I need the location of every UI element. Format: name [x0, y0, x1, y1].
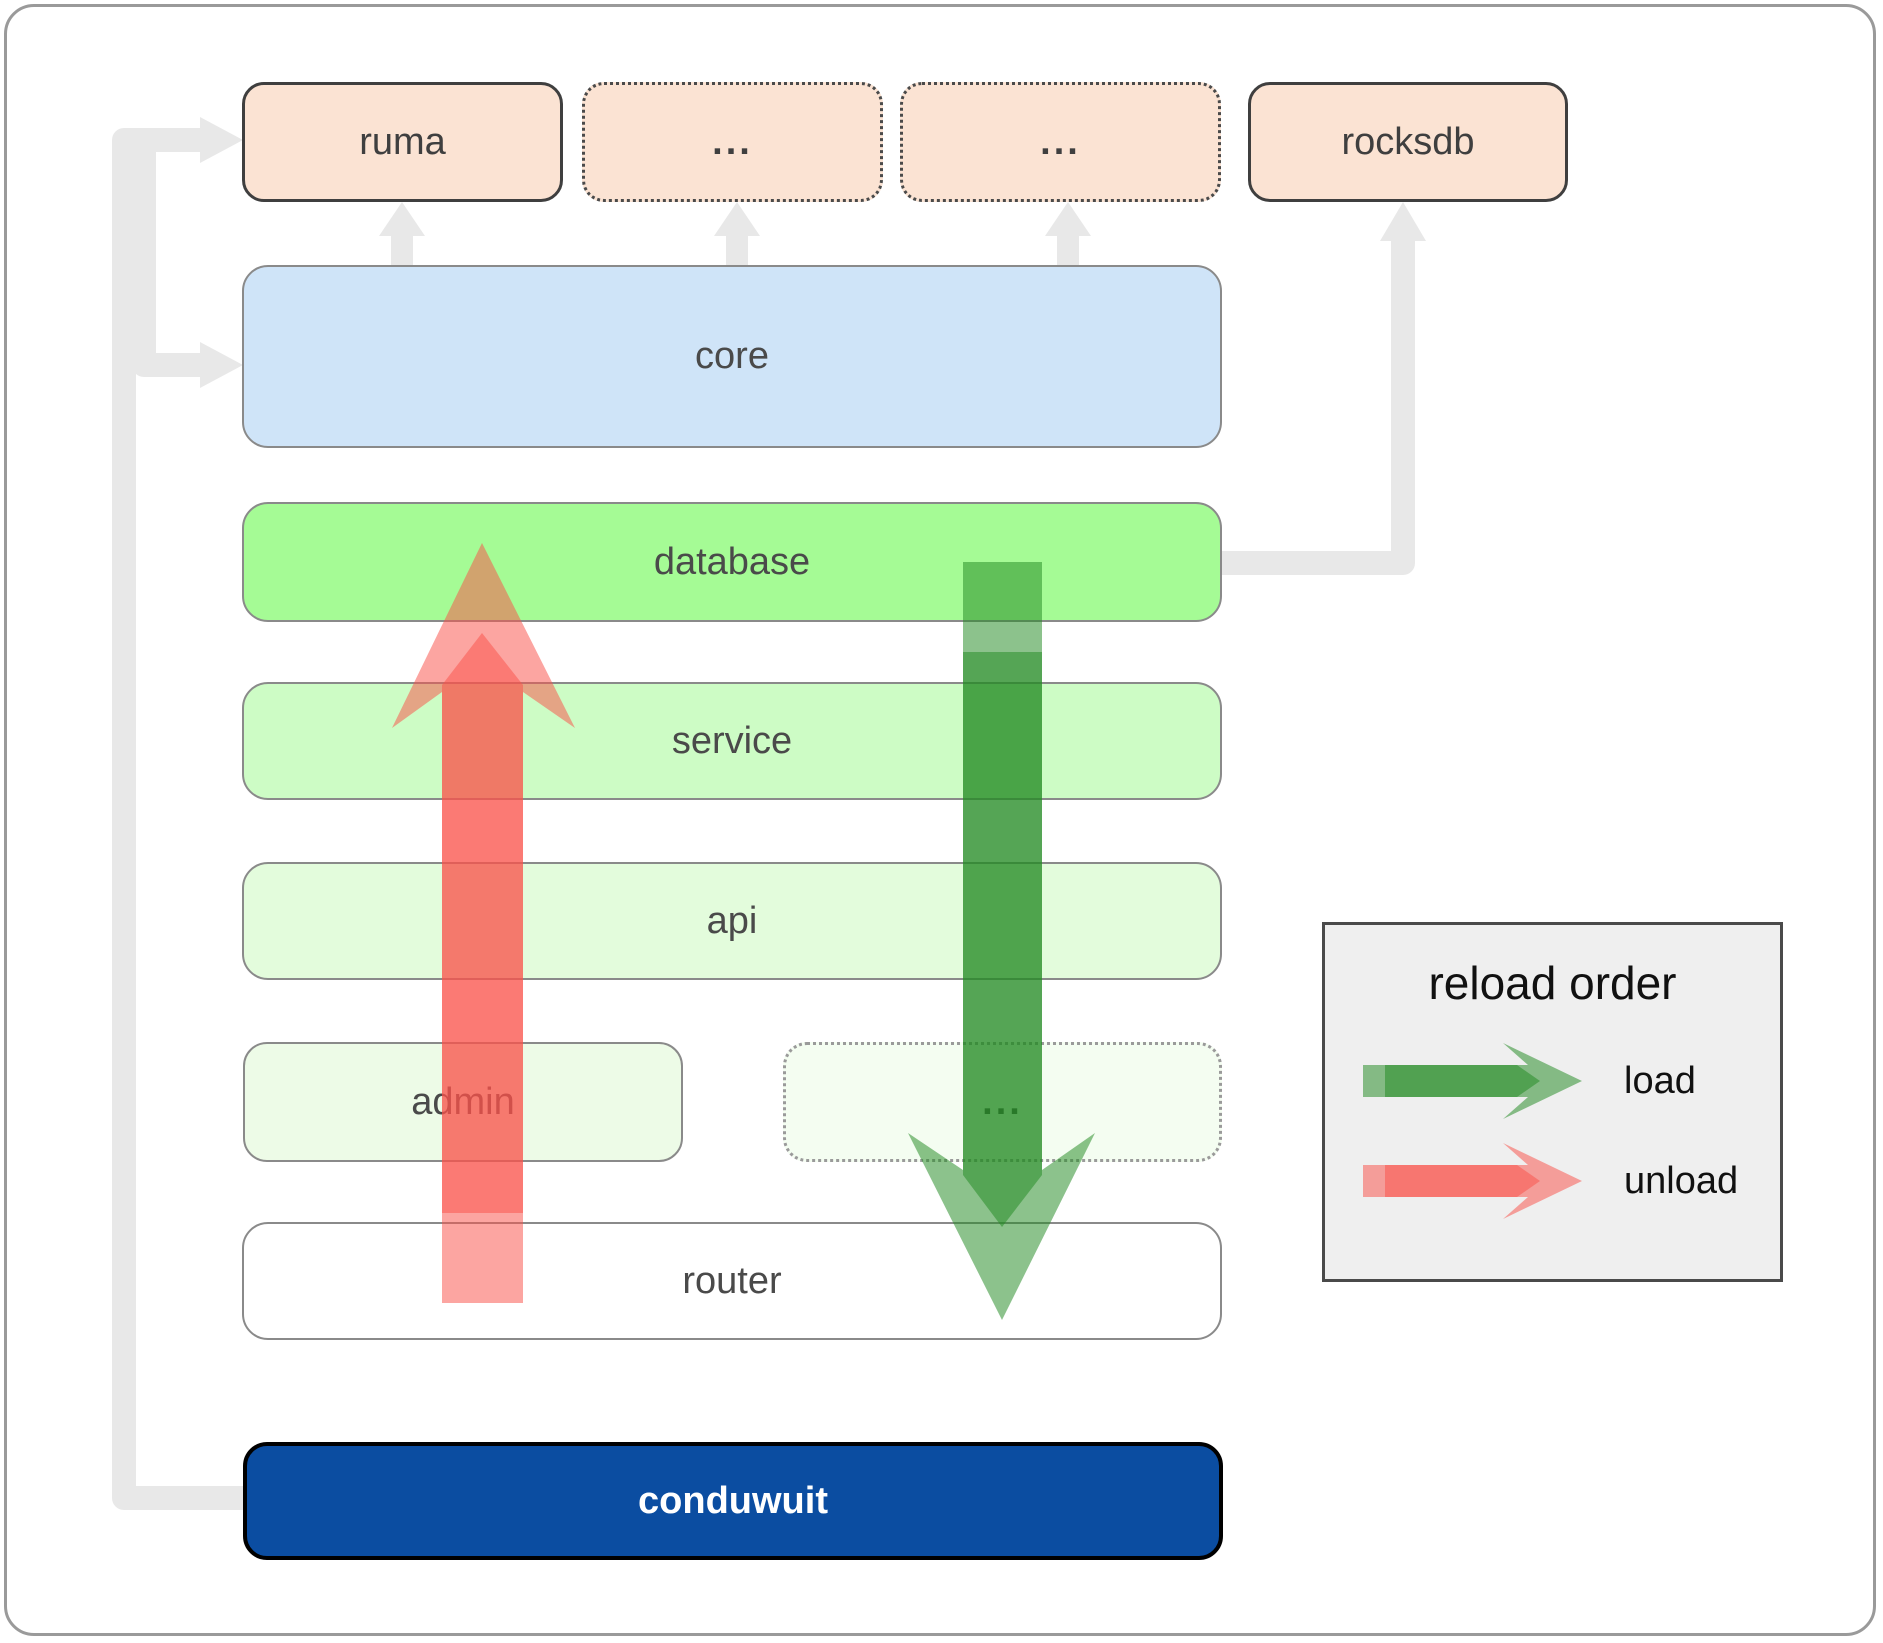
box-database-label: database [653, 540, 811, 583]
legend-title: reload order [1428, 957, 1677, 1009]
box-api-label: api [706, 899, 758, 942]
legend-load-label: load [1624, 1060, 1696, 1102]
box-ellipsis-2-label: ... [1040, 120, 1081, 163]
box-database: database [242, 502, 1222, 622]
box-admin-label: admin [411, 1080, 515, 1123]
box-core-label: core [695, 335, 769, 377]
box-rocksdb-label: rocksdb [1341, 120, 1475, 163]
box-conduwuit-label: conduwuit [638, 1479, 828, 1522]
box-ellipsis-1: ... [582, 82, 883, 202]
box-rocksdb: rocksdb [1248, 82, 1568, 202]
box-service: service [242, 682, 1222, 800]
diagram-outer-border [4, 4, 1876, 1636]
box-admin: admin [243, 1042, 683, 1162]
box-admin-ellipsis: ... [783, 1042, 1222, 1162]
box-api: api [242, 862, 1222, 980]
legend-unload-label: unload [1624, 1160, 1739, 1202]
box-core: core [242, 265, 1222, 448]
box-service-label: service [671, 719, 793, 762]
box-admin-ellipsis-label: ... [982, 1080, 1023, 1123]
box-ellipsis-1-label: ... [712, 120, 753, 163]
box-router-label: router [682, 1259, 782, 1302]
box-ruma-label: ruma [359, 120, 446, 163]
box-ruma: ruma [242, 82, 563, 202]
box-router: router [242, 1222, 1222, 1340]
box-conduwuit: conduwuit [243, 1442, 1223, 1560]
box-ellipsis-2: ... [900, 82, 1221, 202]
